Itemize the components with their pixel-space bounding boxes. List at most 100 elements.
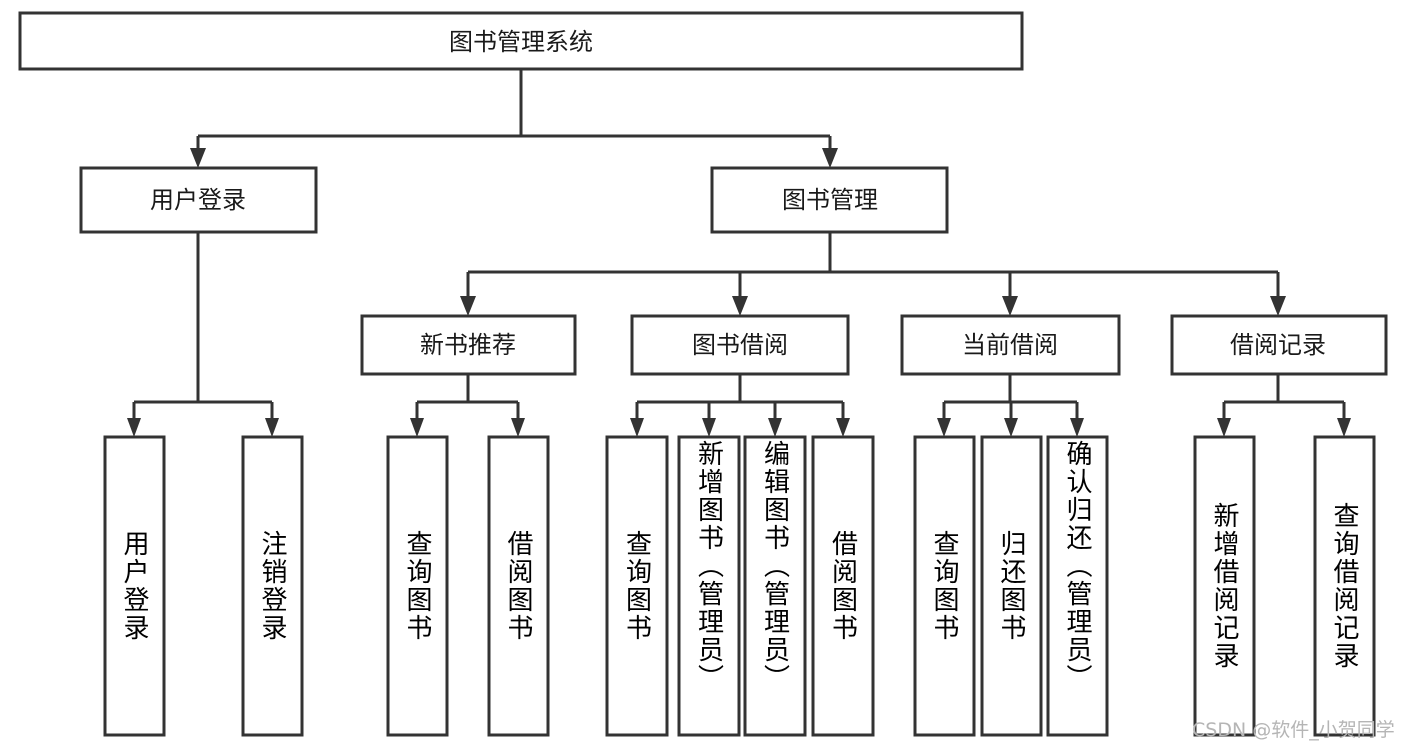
connectors-userlogin-to-leaves [127, 232, 279, 437]
arrow-head-currentborrow-leaf3 [1070, 418, 1084, 437]
arrow-head-new-book [460, 296, 476, 316]
connectors-currentborrow-to-leaves [937, 374, 1084, 437]
leaf-borrow-records-1-fo: 新增借阅记录 [1209, 502, 1239, 670]
leaf-book-borrow-1-label: 查询图书 [621, 530, 652, 642]
leaf-book-borrow-1[interactable]: 查询图书 [605, 435, 669, 737]
leaf-book-borrow-1-box [605, 435, 669, 737]
leaf-book-borrow-3[interactable]: 编辑图书（管理员） [743, 435, 807, 737]
leaf-book-borrow-2-fo: 新增图书（管理员） [693, 440, 724, 692]
leaf-new-book-1-label: 查询图书 [402, 530, 432, 642]
leaf-book-borrow-4-fo: 借阅图书 [827, 530, 858, 642]
leaf-borrow-records-1[interactable]: 新增借阅记录 [1193, 435, 1256, 737]
leaf-borrow-records-2-fo: 查询借阅记录 [1329, 502, 1359, 670]
node-borrow-records-box [1170, 314, 1388, 376]
node-book-management-box [710, 166, 949, 234]
leaf-book-borrow-1-fo: 查询图书 [621, 530, 652, 642]
arrow-head-borrowrecords-leaf2 [1337, 418, 1351, 437]
leaf-user-login-2-box [241, 435, 304, 737]
arrow-head-newbook-leaf1 [410, 418, 424, 437]
leaf-new-book-1[interactable]: 查询图书 [386, 435, 449, 737]
arrow-head-user-login [190, 148, 206, 168]
leaf-current-borrow-2-label: 归还图书 [996, 530, 1026, 642]
node-root-system-label: 图书管理系统 [449, 28, 593, 56]
leaf-current-borrow-3-box [1046, 435, 1109, 737]
leaf-new-book-1-box [386, 435, 449, 737]
node-root-system-box [18, 11, 1024, 71]
arrow-head-currentborrow-leaf2 [1004, 418, 1018, 437]
leaf-book-borrow-2[interactable]: 新增图书（管理员） [677, 435, 741, 737]
leaf-borrow-records-2-box [1313, 435, 1376, 737]
leaf-user-login-1-box [103, 435, 166, 737]
node-borrow-records-label: 借阅记录 [1230, 331, 1326, 359]
connectors-root-to-level2 [190, 69, 838, 168]
arrow-head-bookborrow-leaf2 [702, 418, 716, 437]
node-user-login-box [79, 166, 318, 234]
node-borrow-records[interactable]: 借阅记录 [1170, 314, 1388, 376]
node-book-management[interactable]: 图书管理 [710, 166, 949, 234]
leaf-book-borrow-4-label: 借阅图书 [827, 530, 858, 642]
leaf-user-login-2-fo: 注销登录 [257, 530, 287, 642]
arrow-head-userlogin-leaf1 [127, 418, 141, 437]
connectors-borrowrecords-to-leaves [1217, 374, 1351, 437]
watermark-label: CSDN @软件_小贺同学 [1192, 719, 1395, 741]
node-new-book-recommend[interactable]: 新书推荐 [360, 314, 577, 376]
leaf-new-book-2-label: 借阅图书 [503, 530, 533, 642]
leaf-new-book-2-fo: 借阅图书 [503, 530, 533, 642]
node-current-borrow[interactable]: 当前借阅 [900, 314, 1121, 376]
arrow-head-userlogin-leaf2 [265, 418, 279, 437]
arrow-head-book-borrow [732, 296, 748, 316]
leaf-borrow-records-2-label: 查询借阅记录 [1329, 502, 1359, 670]
leaf-current-borrow-1[interactable]: 查询图书 [913, 435, 976, 737]
leaf-current-borrow-1-label: 查询图书 [929, 530, 959, 642]
leaf-current-borrow-2-fo: 归还图书 [996, 530, 1026, 642]
node-book-borrow[interactable]: 图书借阅 [630, 314, 850, 376]
node-book-management-label: 图书管理 [782, 186, 878, 214]
leaf-current-borrow-2[interactable]: 归还图书 [980, 435, 1043, 737]
leaf-borrow-records-2[interactable]: 查询借阅记录 [1313, 435, 1376, 737]
node-user-login-label: 用户登录 [150, 186, 246, 214]
connectors-newbook-to-leaves [410, 374, 525, 437]
leaf-current-borrow-3-fo: 确认归还（管理员） [1062, 440, 1092, 692]
arrow-head-bookborrow-leaf1 [630, 418, 644, 437]
node-book-borrow-label: 图书借阅 [692, 331, 788, 359]
leaf-borrow-records-1-label: 新增借阅记录 [1209, 502, 1239, 670]
leaf-user-login-2[interactable]: 注销登录 [241, 435, 304, 737]
leaf-user-login-1-label: 用户登录 [119, 530, 149, 642]
leaf-book-borrow-4[interactable]: 借阅图书 [811, 435, 875, 737]
leaf-user-login-2-label: 注销登录 [257, 530, 287, 642]
leaf-borrow-records-1-box [1193, 435, 1256, 737]
node-root-system[interactable]: 图书管理系统 [18, 11, 1024, 71]
leaf-book-borrow-2-box [677, 435, 741, 737]
node-user-login[interactable]: 用户登录 [79, 166, 318, 234]
leaf-user-login-1[interactable]: 用户登录 [103, 435, 166, 737]
arrow-head-newbook-leaf2 [511, 418, 525, 437]
leaf-current-borrow-3[interactable]: 确认归还（管理员） [1046, 435, 1109, 737]
leaf-new-book-2-box [487, 435, 550, 737]
arrow-head-currentborrow-leaf1 [937, 418, 951, 437]
arrow-head-borrow-records [1270, 296, 1286, 316]
arrow-head-borrowrecords-leaf1 [1217, 418, 1231, 437]
node-book-borrow-box [630, 314, 850, 376]
leaf-new-book-2[interactable]: 借阅图书 [487, 435, 550, 737]
leaf-current-borrow-2-box [980, 435, 1043, 737]
leaf-current-borrow-3-label: 确认归还（管理员） [1062, 440, 1092, 692]
node-current-borrow-box [900, 314, 1121, 376]
leaf-current-borrow-1-box [913, 435, 976, 737]
leaf-book-borrow-3-box [743, 435, 807, 737]
arrow-head-book-mgmt [822, 148, 838, 168]
node-current-borrow-label: 当前借阅 [962, 331, 1058, 359]
leaf-book-borrow-4-box [811, 435, 875, 737]
leaf-user-login-1-fo: 用户登录 [119, 530, 149, 642]
leaf-book-borrow-3-label: 编辑图书（管理员） [759, 440, 790, 692]
node-new-book-recommend-label: 新书推荐 [420, 331, 516, 359]
connectors-bookmgmt-to-level3 [460, 232, 1286, 316]
arrow-head-bookborrow-leaf4 [836, 418, 850, 437]
leaf-new-book-1-fo: 查询图书 [402, 530, 432, 642]
node-new-book-recommend-box [360, 314, 577, 376]
leaf-book-borrow-2-label: 新增图书（管理员） [693, 440, 724, 692]
arrow-head-bookborrow-leaf3 [768, 418, 782, 437]
leaf-book-borrow-3-fo: 编辑图书（管理员） [759, 440, 790, 692]
connectors-bookborrow-to-leaves [630, 374, 850, 437]
